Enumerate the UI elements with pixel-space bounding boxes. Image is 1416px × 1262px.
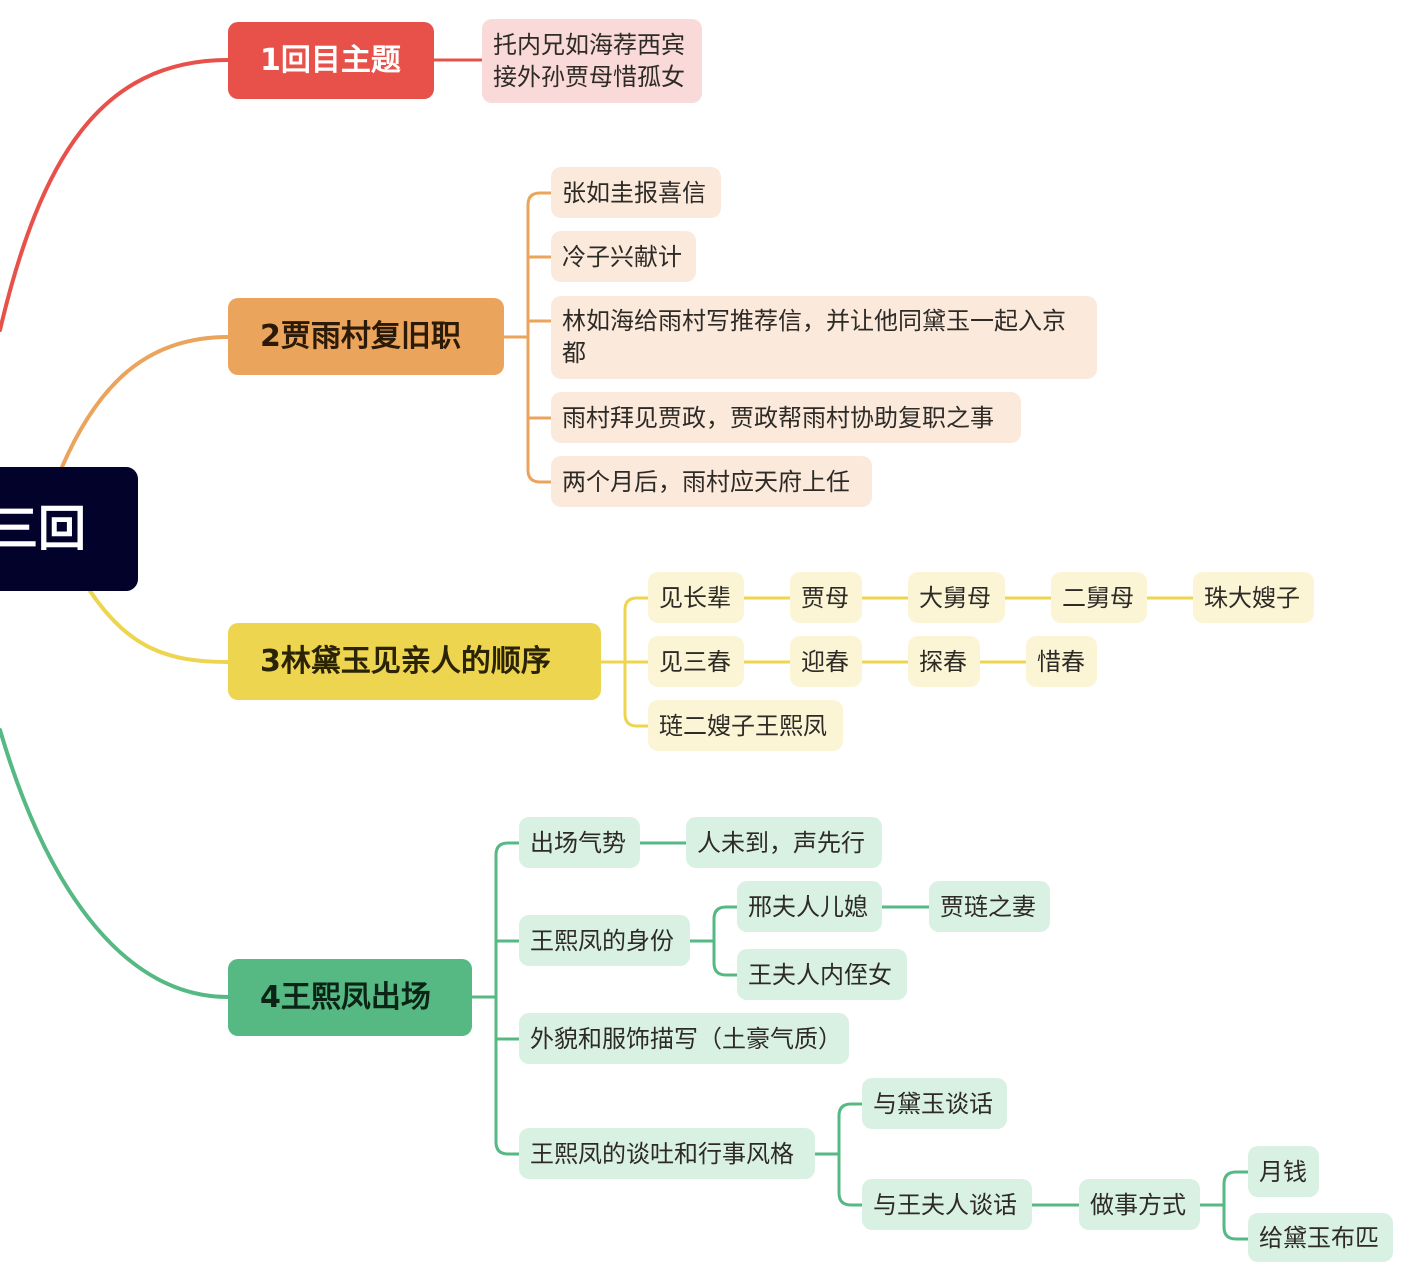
link-b4-bracket: [494, 841, 521, 1156]
entrance-node[interactable]: 出场气势: [519, 817, 640, 868]
link-b2-bracket: [526, 191, 553, 484]
branch-2-item-1[interactable]: 张如圭报喜信: [551, 167, 721, 218]
summary-line-1: 托内兄如海荐西宾: [493, 31, 685, 59]
elder-da-jiumu[interactable]: 大舅母: [908, 572, 1005, 623]
link-style-bracket: [837, 1102, 864, 1207]
elder-zhu-dasaozi[interactable]: 珠大嫂子: [1193, 572, 1314, 623]
link-root-branch-2: [60, 335, 230, 469]
branch-2-item-5[interactable]: 两个月后，雨村应天府上任: [551, 456, 872, 507]
identity-item-2[interactable]: 王夫人内侄女: [737, 949, 907, 1000]
identity-item-1-detail[interactable]: 贾琏之妻: [929, 881, 1050, 932]
elder-er-jiumu[interactable]: 二舅母: [1051, 572, 1147, 623]
branch-4-node[interactable]: 4王熙凤出场: [228, 959, 472, 1036]
identity-node[interactable]: 王熙凤的身份: [519, 915, 690, 966]
link-root-branch-3: [88, 589, 230, 664]
method-item-yueqian[interactable]: 月钱: [1248, 1146, 1319, 1197]
sister-yingchun[interactable]: 迎春: [790, 636, 862, 687]
link-method-bracket: [1222, 1170, 1250, 1241]
talk-daiyu-node[interactable]: 与黛玉谈话: [862, 1078, 1007, 1129]
talk-wang-node[interactable]: 与王夫人谈话: [862, 1179, 1032, 1230]
root-node[interactable]: 三回: [0, 467, 138, 591]
style-node[interactable]: 王熙凤的谈吐和行事风格: [519, 1128, 815, 1179]
branch-2-item-3[interactable]: 林如海给雨村写推荐信，并让他同黛玉一起入京都: [551, 296, 1097, 379]
sister-xichun[interactable]: 惜春: [1026, 636, 1097, 687]
link-root-branch-4: [0, 728, 230, 999]
wang-xifeng-node[interactable]: 琏二嫂子王熙凤: [648, 700, 843, 751]
branch-3-node[interactable]: 3林黛玉见亲人的顺序: [228, 623, 601, 700]
branch-2-item-4[interactable]: 雨村拜见贾政，贾政帮雨村协助复职之事: [551, 392, 1021, 443]
sister-tanchun[interactable]: 探春: [908, 636, 980, 687]
summary-line-2: 接外孙贾母惜孤女: [493, 63, 685, 91]
branch-2-item-2[interactable]: 冷子兴献计: [551, 231, 696, 282]
method-node[interactable]: 做事方式: [1079, 1179, 1200, 1230]
link-b4-mid: [494, 939, 521, 1041]
entrance-detail[interactable]: 人未到，声先行: [686, 817, 882, 868]
link-identity-bracket: [712, 905, 739, 977]
branch-1-summary[interactable]: 托内兄如海荐西宾 接外孙贾母惜孤女: [482, 19, 702, 103]
appearance-node[interactable]: 外貌和服饰描写（土豪气质）: [519, 1013, 849, 1064]
elders-node[interactable]: 见长辈: [648, 572, 744, 623]
branch-1-node[interactable]: 1回目主题: [228, 22, 434, 99]
identity-item-1[interactable]: 邢夫人儿媳: [737, 881, 882, 932]
method-item-buipi[interactable]: 给黛玉布匹: [1248, 1213, 1393, 1262]
sisters-node[interactable]: 见三春: [648, 636, 744, 687]
branch-2-node[interactable]: 2贾雨村复旧职: [228, 298, 504, 375]
elder-jiamu[interactable]: 贾母: [790, 572, 862, 623]
link-root-branch-1: [0, 58, 230, 332]
